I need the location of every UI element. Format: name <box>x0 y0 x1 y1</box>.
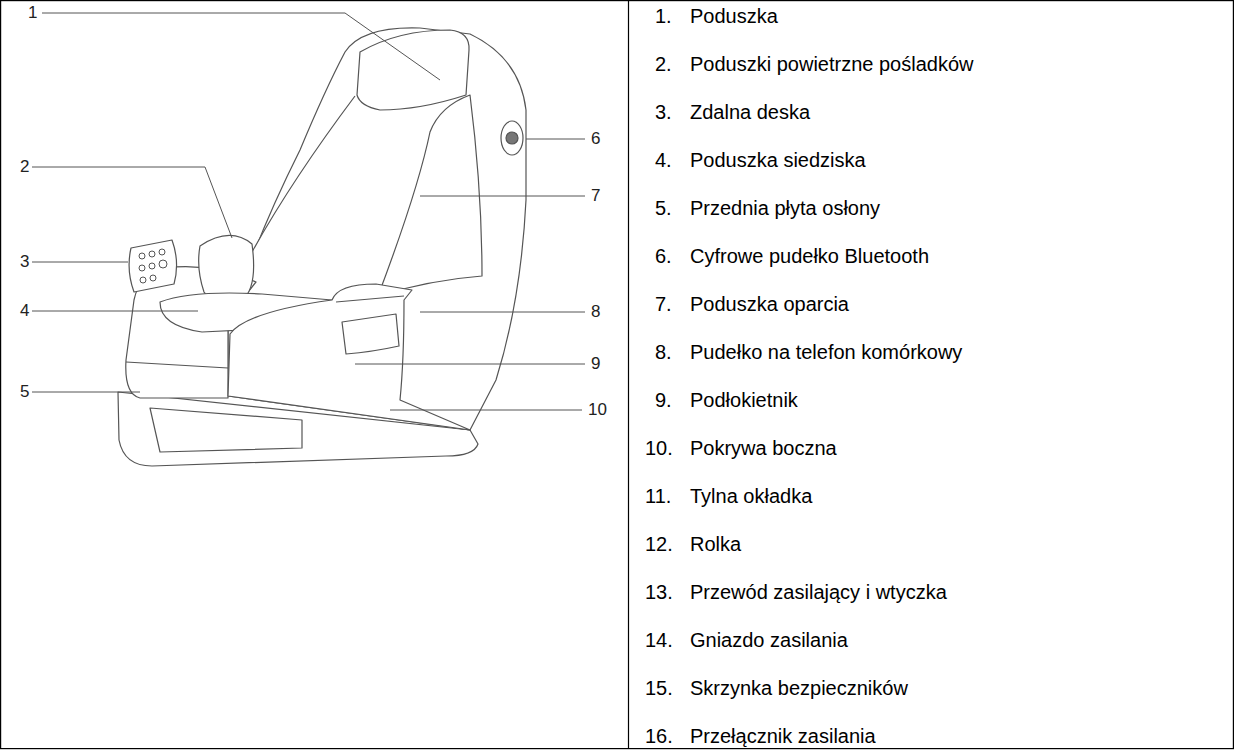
callout-number: 1 <box>28 1 37 25</box>
part-name: Przełącznik zasilania <box>690 724 876 748</box>
callout-number: 9 <box>591 352 600 376</box>
callout-number: 6 <box>591 127 600 151</box>
list-number: 15. <box>645 676 673 700</box>
chair-drawing <box>118 28 526 466</box>
callout-number: 10 <box>588 398 607 422</box>
callout-number: 5 <box>20 380 29 404</box>
part-name: Skrzynka bezpieczników <box>690 676 908 700</box>
leader-lines <box>32 13 585 410</box>
buttock-airbag <box>199 235 254 301</box>
list-number: 13. <box>645 580 673 604</box>
part-name: Cyfrowe pudełko Bluetooth <box>690 244 929 268</box>
list-number: 4. <box>655 148 672 172</box>
list-number: 9. <box>655 388 672 412</box>
list-number: 7. <box>655 292 672 316</box>
armrest-top <box>336 296 404 302</box>
list-number: 6. <box>655 244 672 268</box>
part-name: Poduszki powietrzne pośladków <box>690 52 974 76</box>
part-name: Poduszka oparcia <box>690 292 849 316</box>
list-number: 11. <box>645 484 671 508</box>
list-number: 12. <box>645 532 673 556</box>
back-shell <box>228 28 526 430</box>
list-number: 16. <box>645 724 673 748</box>
list-number: 3. <box>655 100 672 124</box>
part-name: Przednia płyta osłony <box>690 196 880 220</box>
phone-pocket <box>342 314 399 354</box>
part-name: Pokrywa boczna <box>690 436 837 460</box>
part-name: Zdalna deska <box>690 100 810 124</box>
part-name: Poduszka siedziska <box>690 148 866 172</box>
callout-number: 2 <box>20 155 29 179</box>
speaker-grille <box>506 132 518 144</box>
part-name: Tylna okładka <box>690 484 812 508</box>
part-name: Poduszka <box>690 4 778 28</box>
list-number: 2. <box>655 52 672 76</box>
list-number: 10. <box>645 436 673 460</box>
front-plate-edge <box>126 362 228 368</box>
side-armrest <box>228 284 470 430</box>
list-number: 14. <box>645 628 673 652</box>
callout-number: 7 <box>591 184 600 208</box>
callout-number: 3 <box>20 250 29 274</box>
headrest-pillow <box>357 30 469 110</box>
list-number: 8. <box>655 340 672 364</box>
callout-number: 8 <box>591 300 600 324</box>
part-name: Przewód zasilający i wtyczka <box>690 580 947 604</box>
list-number: 5. <box>655 196 672 220</box>
callout-number: 4 <box>20 299 29 323</box>
part-name: Podłokietnik <box>690 388 798 412</box>
part-name: Pudełko na telefon komórkowy <box>690 340 962 364</box>
list-number: 1. <box>655 4 672 28</box>
bluetooth-box <box>501 121 523 155</box>
part-name: Gniazdo zasilania <box>690 628 848 652</box>
base-cutout <box>150 408 302 452</box>
remote-panel <box>129 240 176 292</box>
part-name: Rolka <box>690 532 741 556</box>
